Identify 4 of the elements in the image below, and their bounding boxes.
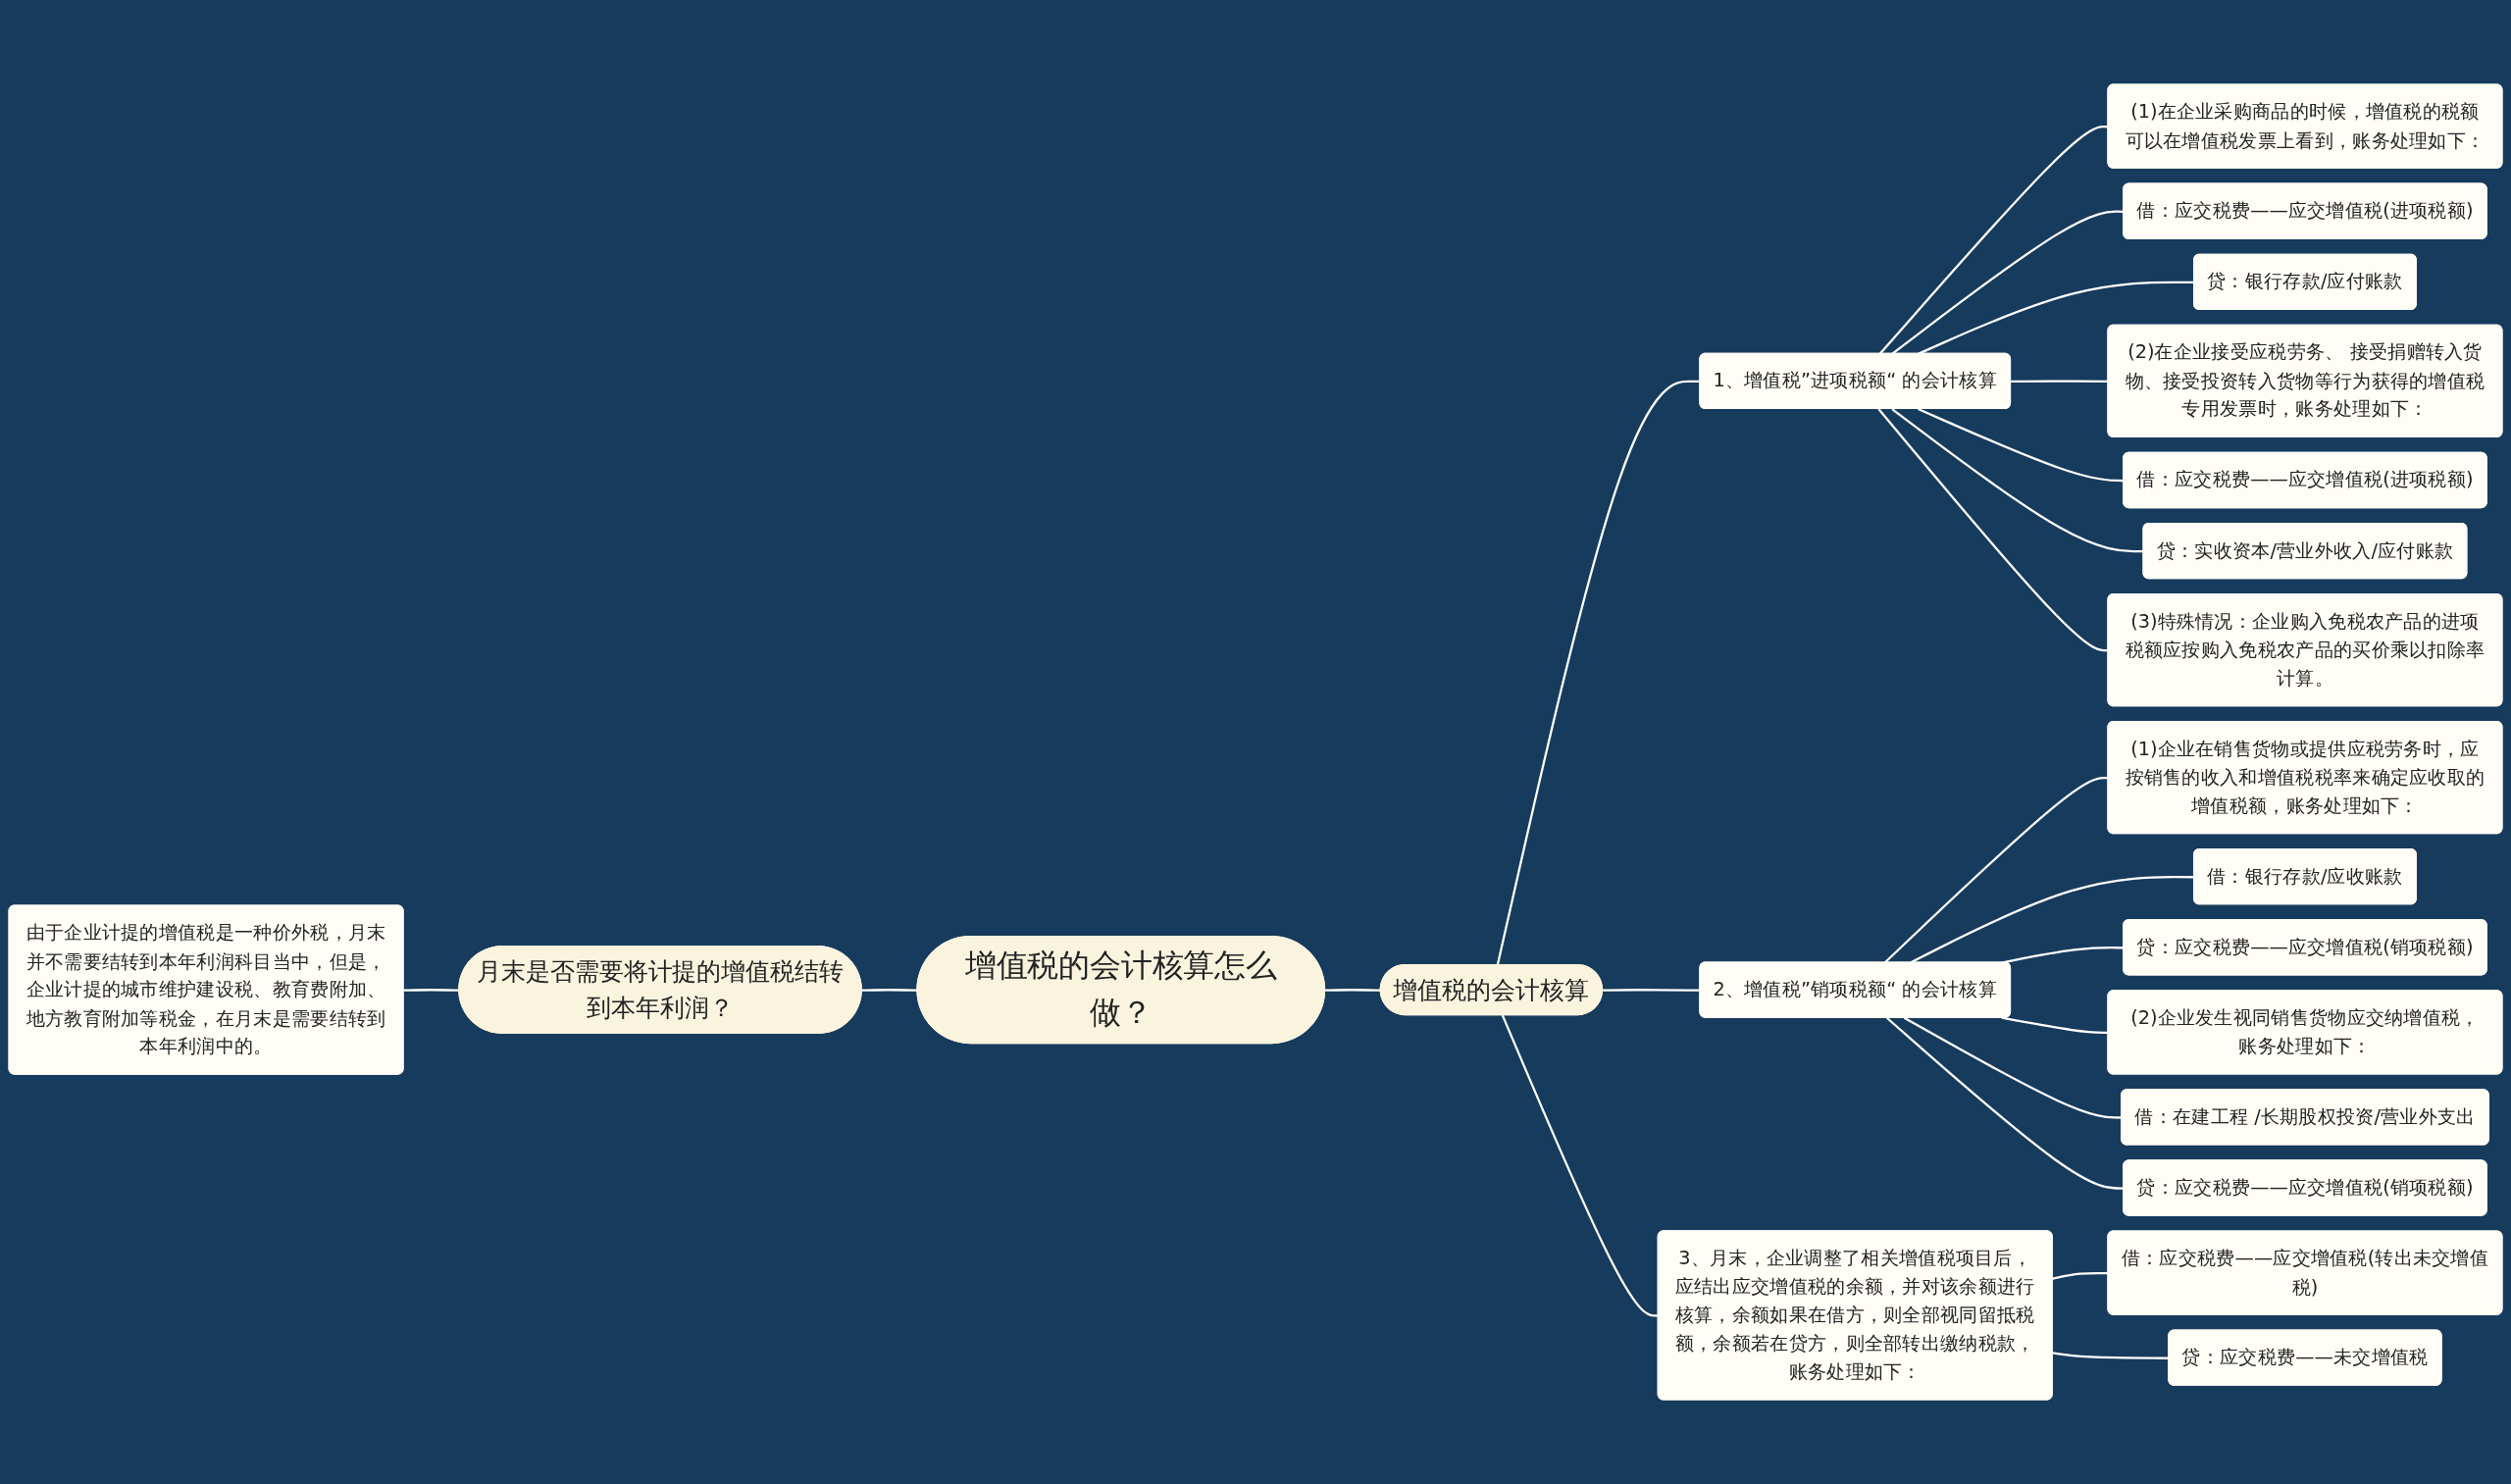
connector xyxy=(1891,408,2144,553)
connector xyxy=(1501,1014,1659,1317)
connector xyxy=(861,989,918,992)
connector xyxy=(1325,989,1381,992)
